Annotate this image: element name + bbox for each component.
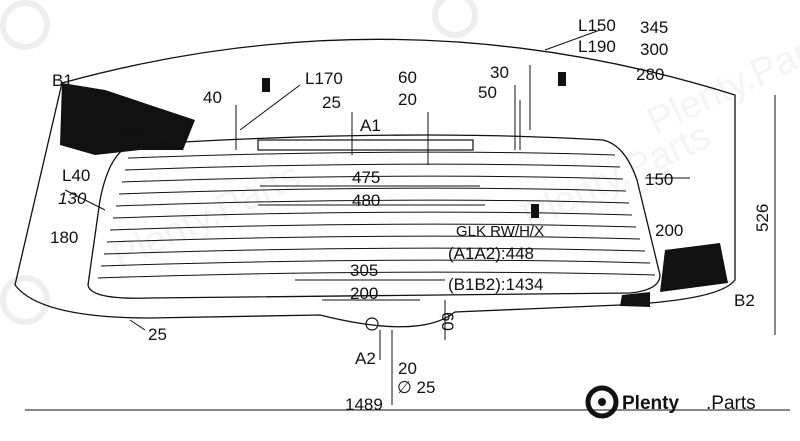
label-b1: B1 — [52, 71, 73, 90]
spec-a1a2: (A1A2):448 — [448, 244, 534, 263]
brand-suffix: .Parts — [706, 393, 756, 414]
spec-b1b2: (B1B2):1434 — [448, 275, 543, 294]
watermark-text: Plenty.Parts — [516, 115, 717, 238]
label-305: 305 — [350, 261, 378, 280]
label-345: 345 — [640, 18, 668, 37]
connector-left-icon — [262, 78, 270, 92]
label-40-top: 40 — [203, 88, 222, 107]
glass-outline — [14, 38, 736, 328]
watermark-text: Plenty.Parts — [641, 20, 800, 143]
label-130: 130 — [58, 189, 87, 208]
label-300: 300 — [640, 40, 668, 59]
shaded-region-b2 — [660, 243, 728, 292]
label-475: 475 — [352, 168, 380, 187]
label-200-bottom: 200 — [350, 284, 378, 303]
label-25-top: 25 — [322, 93, 341, 112]
label-l40: L40 — [62, 166, 90, 185]
label-200-right: 200 — [655, 221, 683, 240]
label-1489: 1489 — [345, 395, 383, 414]
label-l150: L150 — [578, 16, 616, 35]
label-526: 526 — [753, 204, 772, 232]
label-60-vert: 60 — [438, 312, 457, 331]
label-480: 480 — [352, 191, 380, 210]
watermark-text: Plenty.Parts — [106, 155, 307, 278]
label-b2: B2 — [734, 291, 755, 310]
dimension-lines — [25, 29, 790, 411]
label-a2: A2 — [355, 349, 376, 368]
brand-logo-icon — [585, 385, 619, 419]
label-150: 150 — [645, 170, 673, 189]
shaded-region-b1 — [60, 83, 195, 155]
watermark-logo-icon — [0, 0, 50, 50]
connector-right-icon — [558, 72, 566, 86]
spec-model: GLK RW/H/X — [456, 223, 544, 240]
label-350: 350 — [118, 122, 146, 141]
watermark-logo-icon — [0, 275, 50, 325]
label-20-bottom: 20 — [398, 359, 417, 378]
connector-lower-icon — [531, 204, 539, 218]
label-280: 280 — [636, 65, 664, 84]
label-a1: A1 — [360, 116, 381, 135]
label-50: 50 — [478, 83, 497, 102]
brand-logo: Plenty .Parts — [585, 385, 756, 419]
label-20-top: 20 — [398, 90, 417, 109]
heating-grid — [97, 151, 656, 279]
label-dia-25: ∅ 25 — [397, 378, 435, 397]
mount-hole-icon — [365, 317, 379, 331]
label-180: 180 — [50, 228, 78, 247]
shaded-region-b2-lower — [620, 292, 650, 307]
watermark-logo-icon — [432, 0, 478, 38]
label-30: 30 — [490, 63, 509, 82]
heated-area-outline — [87, 134, 661, 299]
label-l190: L190 — [578, 37, 616, 56]
label-25-bottom: 25 — [148, 325, 167, 344]
label-60: 60 — [398, 68, 417, 87]
sensor-bar — [257, 139, 474, 151]
label-l170: L170 — [305, 69, 343, 88]
brand-name: Plenty — [622, 393, 679, 414]
